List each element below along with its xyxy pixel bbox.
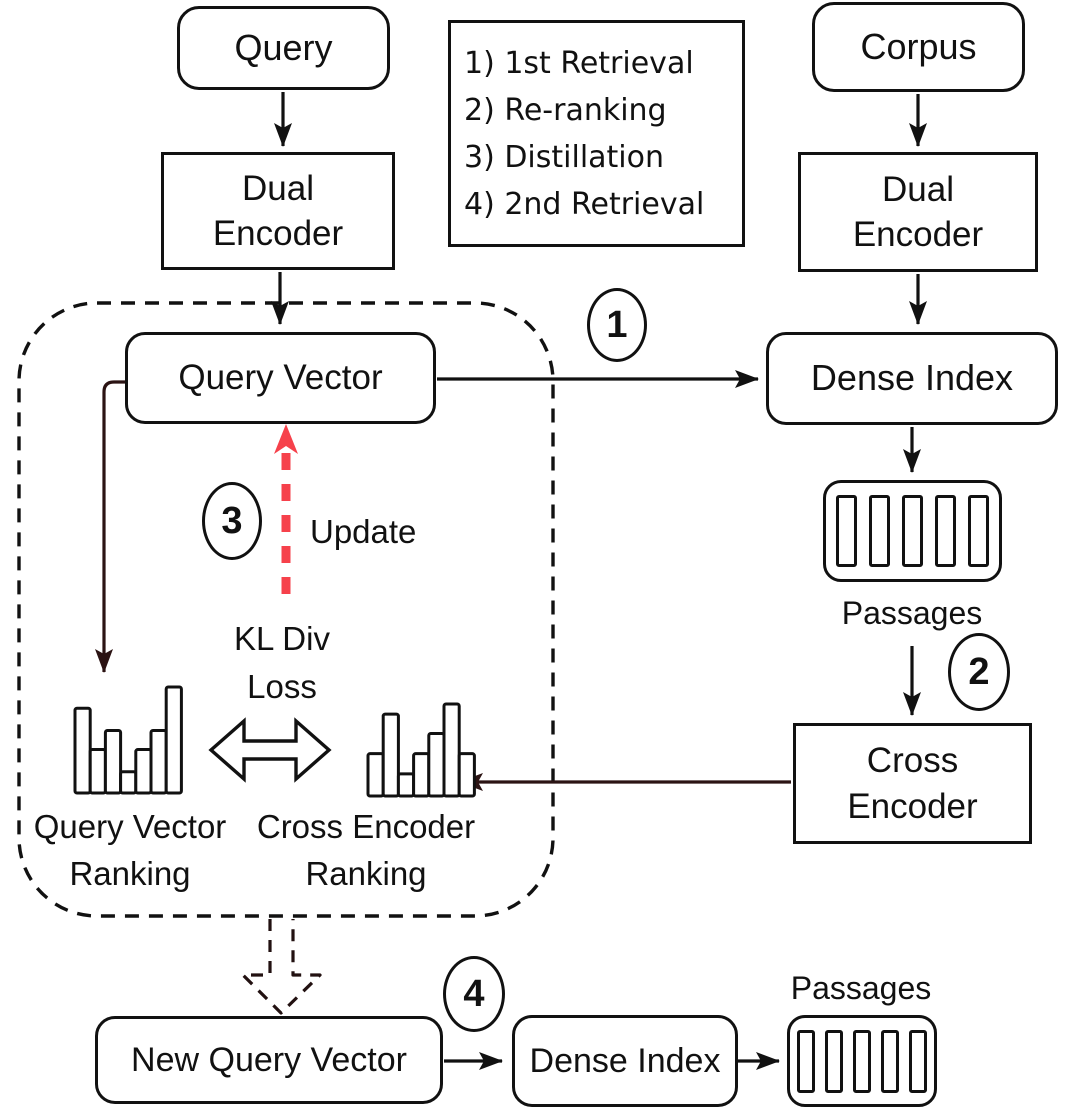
query-node-label: Query [234, 26, 333, 68]
ranking-bar [412, 752, 431, 798]
step-2-badge: 2 [948, 633, 1010, 711]
legend-item-4: 4) 2nd Retrieval [464, 186, 705, 222]
dual-encoder-left-line2: Encoder [212, 214, 344, 253]
passage-bar [797, 1029, 815, 1093]
ranking-bar [366, 752, 385, 798]
edge-query-vector-to-ranking [95, 380, 131, 673]
query-vector-node-label: Query Vector [178, 358, 383, 398]
ranking-bar [381, 712, 400, 798]
ranking-bar [88, 748, 107, 795]
legend-item-2: 2) Re-ranking [464, 92, 667, 128]
update-arrow-head [274, 424, 298, 454]
kl-div-loss-label: KL Div Loss [200, 618, 364, 708]
step-3-badge: 3 [202, 482, 262, 560]
dense-index-bottom-label: Dense Index [529, 1041, 721, 1080]
legend-item-3: 3) Distillation [464, 139, 665, 175]
dual-encoder-right-line2: Encoder [852, 215, 984, 254]
passages-top-label: Passages [841, 595, 983, 631]
step-4-number: 4 [463, 972, 485, 1015]
dual-encoder-left-node: Dual Encoder [161, 152, 395, 270]
ranking-bar [457, 752, 476, 798]
cross-encoder-line1: Cross [866, 741, 959, 780]
ranking-bar [442, 702, 461, 798]
query-vector-ranking-label: Query Vector Ranking [20, 806, 240, 895]
dual-encoder-right-node: Dual Encoder [798, 152, 1038, 272]
ranking-bar [396, 772, 416, 798]
passage-bar [853, 1029, 871, 1093]
ranking-bar [164, 685, 183, 795]
ranking-bar [134, 748, 153, 795]
ranking-bar [73, 706, 92, 795]
ranking-bar [103, 728, 123, 795]
ce-ranking-line2: Ranking [305, 855, 427, 893]
step-1-badge: 1 [587, 288, 647, 362]
passage-bar [909, 1029, 927, 1093]
legend-item-1: 1) 1st Retrieval [464, 45, 694, 81]
passage-bar [968, 495, 989, 567]
passage-bar [869, 495, 890, 567]
kl-compare-double-arrow-icon [208, 717, 332, 783]
cross-encoder-ranking-label: Cross Encoder Ranking [256, 806, 476, 895]
ranking-bar [149, 728, 168, 795]
step-4-badge: 4 [443, 956, 505, 1032]
new-query-vector-node: New Query Vector [95, 1016, 443, 1104]
kl-div-line: KL Div [234, 620, 330, 657]
passages-icon-top [823, 480, 1002, 582]
legend-box: 1) 1st Retrieval 2) Re-ranking 3) Distil… [448, 20, 745, 247]
dense-index-top-node: Dense Index [766, 332, 1058, 425]
ranking-bar [119, 770, 138, 795]
qv-ranking-line2: Ranking [69, 855, 191, 893]
passages-icon-bottom [787, 1015, 937, 1107]
query-node: Query [177, 6, 390, 90]
dual-encoder-right-line1: Dual [882, 169, 954, 209]
qv-ranking-line1: Query Vector [33, 808, 227, 845]
step-2-number: 2 [968, 650, 990, 693]
passage-bar [902, 495, 923, 567]
dense-index-top-label: Dense Index [810, 357, 1014, 399]
query-vector-ranking-chart [73, 685, 183, 795]
corpus-node-label: Corpus [860, 25, 977, 67]
distillation-loop-container [17, 301, 555, 918]
passage-bar [881, 1029, 899, 1093]
kl-loss-line: Loss [247, 668, 317, 706]
query-vector-node: Query Vector [125, 332, 436, 424]
cross-encoder-node: Cross Encoder [793, 723, 1032, 844]
corpus-node: Corpus [812, 2, 1025, 92]
cross-encoder-line2: Encoder [847, 786, 978, 826]
step-1-number: 1 [606, 303, 628, 346]
step-3-number: 3 [221, 499, 243, 542]
update-label: Update [310, 513, 417, 550]
passage-bar [836, 495, 857, 567]
passages-bottom-label: Passages [790, 970, 932, 1006]
cross-encoder-ranking-chart [366, 702, 476, 798]
dense-index-bottom-node: Dense Index [512, 1015, 738, 1107]
dual-encoder-left-line1: Dual [242, 168, 314, 208]
loop-output-dashed-arrow [241, 919, 322, 1015]
new-query-vector-label: New Query Vector [131, 1040, 407, 1079]
ce-ranking-line1: Cross Encoder [256, 808, 476, 845]
passage-bar [935, 495, 956, 567]
passage-bar [825, 1029, 843, 1093]
ranking-bar [427, 731, 446, 798]
